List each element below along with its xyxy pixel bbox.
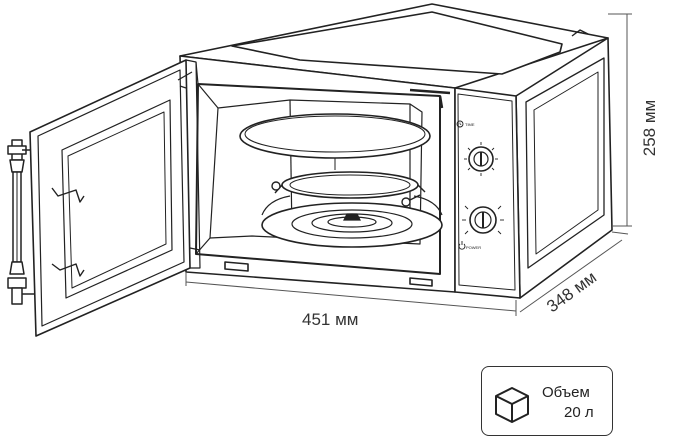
roller-ring [281, 171, 419, 199]
controls [456, 120, 504, 250]
turntable-plate [261, 202, 443, 248]
clock-icon [456, 120, 464, 128]
foot-left [224, 261, 249, 272]
foot-right [409, 277, 433, 287]
power-icon [458, 243, 466, 250]
power-label: POWER [466, 245, 481, 250]
latch-top [51, 187, 85, 203]
volume-title: Объем [542, 384, 590, 401]
height-label: 258 мм [640, 100, 659, 156]
width-dimension-line [185, 281, 517, 312]
depth-dimension-line [519, 239, 623, 313]
open-door [29, 59, 201, 337]
door-handle [7, 139, 34, 305]
cube-icon [495, 387, 529, 423]
latch-bottom [51, 263, 85, 277]
side-frame [525, 57, 605, 269]
control-panel [454, 87, 521, 299]
timer-label: TIME [465, 122, 475, 127]
volume-value: 20 л [564, 404, 594, 421]
door-window [61, 99, 173, 299]
volume-badge: Объем 20 л [481, 366, 613, 436]
dimension-lines [185, 13, 632, 316]
width-label: 451 мм [302, 310, 358, 329]
turntable [239, 113, 443, 248]
glass-tray [239, 113, 431, 159]
